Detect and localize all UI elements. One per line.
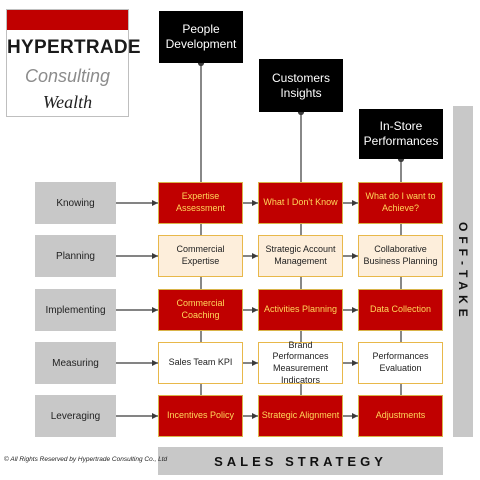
column-header-people-development: People Development: [159, 11, 243, 63]
cell-commercial-expertise: Commercial Expertise: [158, 235, 243, 277]
row-label-implementing: Implementing: [35, 289, 116, 331]
cell-strategic-account-management: Strategic Account Management: [258, 235, 343, 277]
row-label-knowing: Knowing: [35, 182, 116, 224]
cell-collaborative-business-planning: Collaborative Business Planning: [358, 235, 443, 277]
logo-accent-bar: [7, 10, 128, 30]
cell-strategic-alignment: Strategic Alignment: [258, 395, 343, 437]
cell-performances-evaluation: Performances Evaluation: [358, 342, 443, 384]
cell-brand-performances-measurement-indicators: Brand Performances Measurement Indicator…: [258, 340, 343, 385]
cell-adjustments: Adjustments: [358, 395, 443, 437]
company-logo: HYPERTRADE Consulting Wealth: [6, 9, 141, 117]
logo-tagline: Wealth: [42, 92, 93, 112]
sales-strategy-bar: SALES STRATEGY: [158, 447, 443, 475]
column-header-customers-insights: Customers Insights: [259, 59, 343, 112]
cell-what-do-i-want-to-achieve: What do I want to Achieve?: [358, 182, 443, 224]
off-take-bar: [453, 106, 473, 437]
copyright-text: All Rights Reserved by Hypertrade Consul…: [10, 456, 168, 463]
cell-data-collection: Data Collection: [358, 289, 443, 331]
row-label-leveraging: Leveraging: [35, 395, 116, 437]
off-take-label: OFF-TAKE: [456, 221, 470, 322]
cell-what-i-dont-know: What I Don't Know: [258, 182, 343, 224]
cell-expertise-assessment: Expertise Assessment: [158, 182, 243, 224]
cell-activities-planning: Activities Planning: [258, 289, 343, 331]
cell-sales-team-kpi: Sales Team KPI: [158, 342, 243, 384]
logo-subtitle: Consulting: [24, 66, 111, 86]
logo-title: HYPERTRADE: [7, 37, 141, 58]
copyright-notice: © All Rights Reserved by Hypertrade Cons…: [4, 456, 167, 463]
off-take-label-container: OFF-TAKE: [453, 106, 473, 437]
row-label-planning: Planning: [35, 235, 116, 277]
row-label-measuring: Measuring: [35, 342, 116, 384]
cell-incentives-policy: Incentives Policy: [158, 395, 243, 437]
copyright-symbol: ©: [4, 456, 9, 463]
column-header-in-store-performances: In-Store Performances: [359, 109, 443, 159]
cell-commercial-coaching: Commercial Coaching: [158, 289, 243, 331]
